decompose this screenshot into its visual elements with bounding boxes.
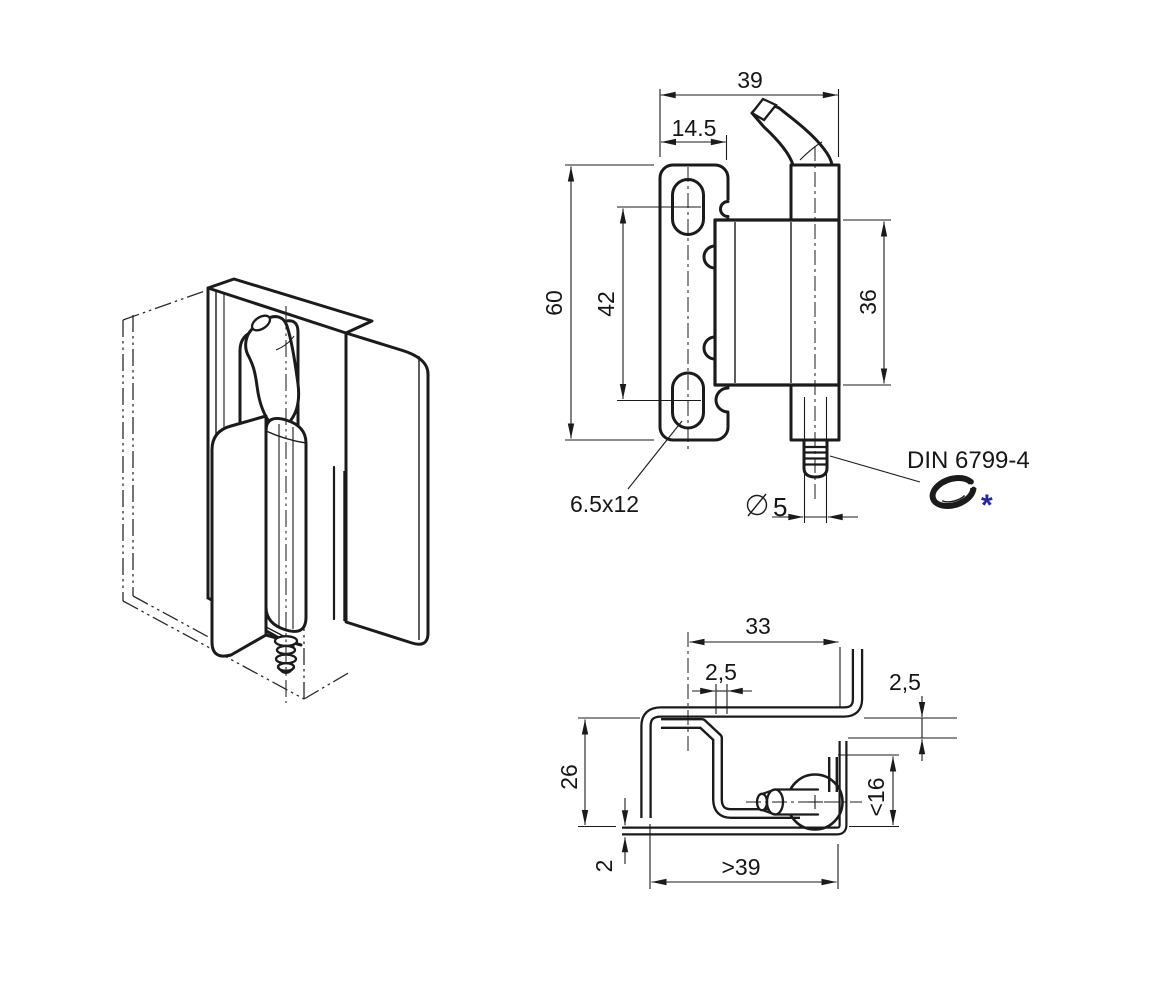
- bent-lever-pin: [244, 314, 301, 439]
- dim-min-opening: >39: [649, 824, 839, 889]
- dim-plate-width: 14.5: [661, 115, 728, 160]
- dim-slot-spacing: 42: [593, 206, 701, 402]
- circlip-icon: [929, 475, 977, 509]
- slot-size-label: 6.5x12: [570, 491, 639, 517]
- dim-leaf-thickness: 2,5: [692, 659, 752, 714]
- dim-leaf-thickness-label: 2,5: [705, 659, 737, 685]
- door-sheet-section: [640, 649, 864, 818]
- bottom-sheet-section: [622, 741, 848, 836]
- dim-mounting-depth: 33: [687, 613, 841, 707]
- dim-body-height-label: 36: [855, 289, 881, 315]
- front-view: 39 14.5 60 42 36: [541, 67, 1030, 523]
- diameter-symbol-icon: [746, 493, 768, 517]
- slot-size-note: 6.5x12: [570, 420, 683, 517]
- leaf-section: [661, 718, 800, 819]
- dim-plate-width-label: 14.5: [672, 115, 717, 141]
- dim-total-height-label: 60: [541, 290, 567, 316]
- dim-pin-diameter: 5: [746, 492, 858, 522]
- dim-slot-spacing-label: 42: [593, 291, 619, 317]
- dim-sheet-thickness: 2: [591, 798, 629, 873]
- dim-total-width-label: 39: [737, 67, 763, 93]
- dim-flange-clearance: <16: [838, 754, 899, 828]
- dim-panel-gap: 2,5: [848, 669, 957, 761]
- circlip-note: DIN 6799-4 *: [829, 447, 1030, 522]
- dim-body-height: 36: [843, 219, 891, 386]
- bent-lever-front: [750, 97, 834, 167]
- dim-pin-diameter-label: 5: [773, 492, 787, 522]
- hinge-body-front: [713, 218, 841, 387]
- circlip-standard-label: DIN 6799-4: [907, 447, 1030, 474]
- dim-mounting-depth-label: 33: [745, 613, 771, 639]
- isometric-assembly-view: [122, 277, 430, 703]
- footnote-marker: *: [981, 489, 993, 522]
- dim-profile-height: 26: [556, 717, 640, 828]
- dim-min-opening-label: >39: [721, 854, 760, 880]
- dim-panel-gap-label: 2,5: [889, 669, 921, 695]
- dim-total-height: 60: [541, 164, 654, 441]
- section-view: 33 2,5 2,5 26 <16: [556, 613, 957, 889]
- dim-flange-clearance-label: <16: [863, 777, 889, 816]
- dim-total-width: 39: [659, 67, 840, 157]
- dim-sheet-thickness-label: 2: [591, 860, 617, 873]
- dim-profile-height-label: 26: [556, 764, 582, 790]
